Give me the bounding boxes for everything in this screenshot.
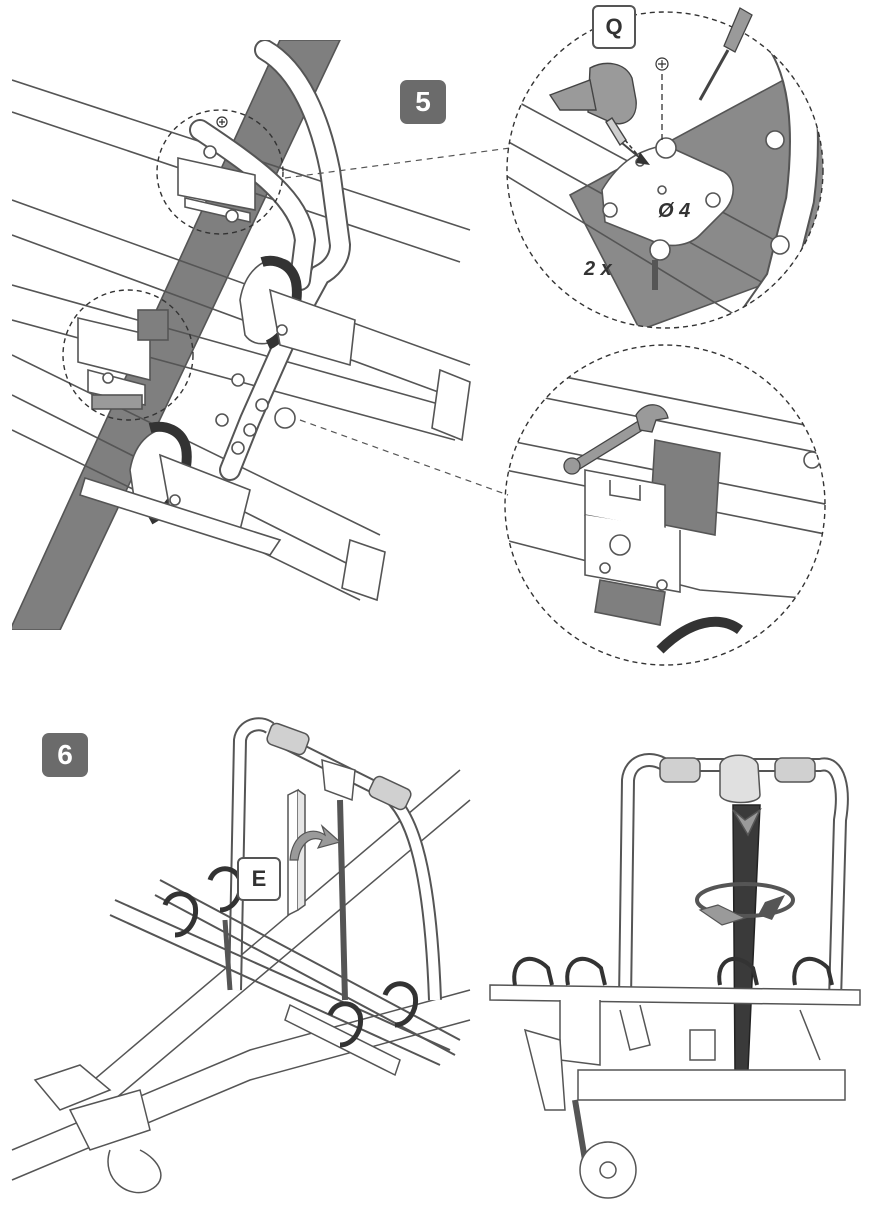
adjust-knob — [274, 407, 296, 429]
detail-wrench-ring — [504, 344, 826, 666]
rail-end-cap-lower — [341, 538, 386, 602]
step6-left-drawing — [11, 717, 471, 1194]
rotate-arrow-icon — [289, 824, 342, 861]
rail-end-cap-upper — [431, 368, 471, 442]
screw-icon — [655, 57, 669, 71]
leader-to-q — [284, 147, 511, 179]
leader-to-wrench — [299, 419, 509, 496]
screw-icon — [216, 116, 228, 128]
tube-holes — [215, 373, 269, 455]
wheel-holder-upper — [239, 255, 356, 367]
detail-q-label: Q — [592, 5, 636, 49]
step6-right-drawing — [489, 753, 861, 1199]
detail-ring-clamp-top — [156, 109, 284, 235]
step-5-badge: 5 — [400, 80, 446, 124]
wrench-icon — [563, 404, 669, 475]
base-plate — [79, 476, 282, 556]
strap — [732, 804, 761, 1071]
step5-main-drawing — [12, 40, 471, 630]
drill-icon — [548, 62, 641, 159]
clamp-top — [177, 145, 256, 224]
part-e-label: E — [237, 857, 281, 901]
detail-q-ring — [506, 11, 824, 329]
screwdriver-icon — [698, 7, 753, 101]
drill-size-label: Ø 4 — [658, 200, 691, 222]
detail-wrench — [505, 364, 825, 654]
quantity-label: 2 x — [584, 258, 612, 280]
rotate-arrow-icon — [695, 882, 795, 926]
detail-q — [507, 25, 823, 328]
detail-ring-clamp-bottom — [62, 289, 194, 421]
step-6-badge: 6 — [42, 733, 88, 777]
clamp-bottom — [77, 309, 169, 410]
